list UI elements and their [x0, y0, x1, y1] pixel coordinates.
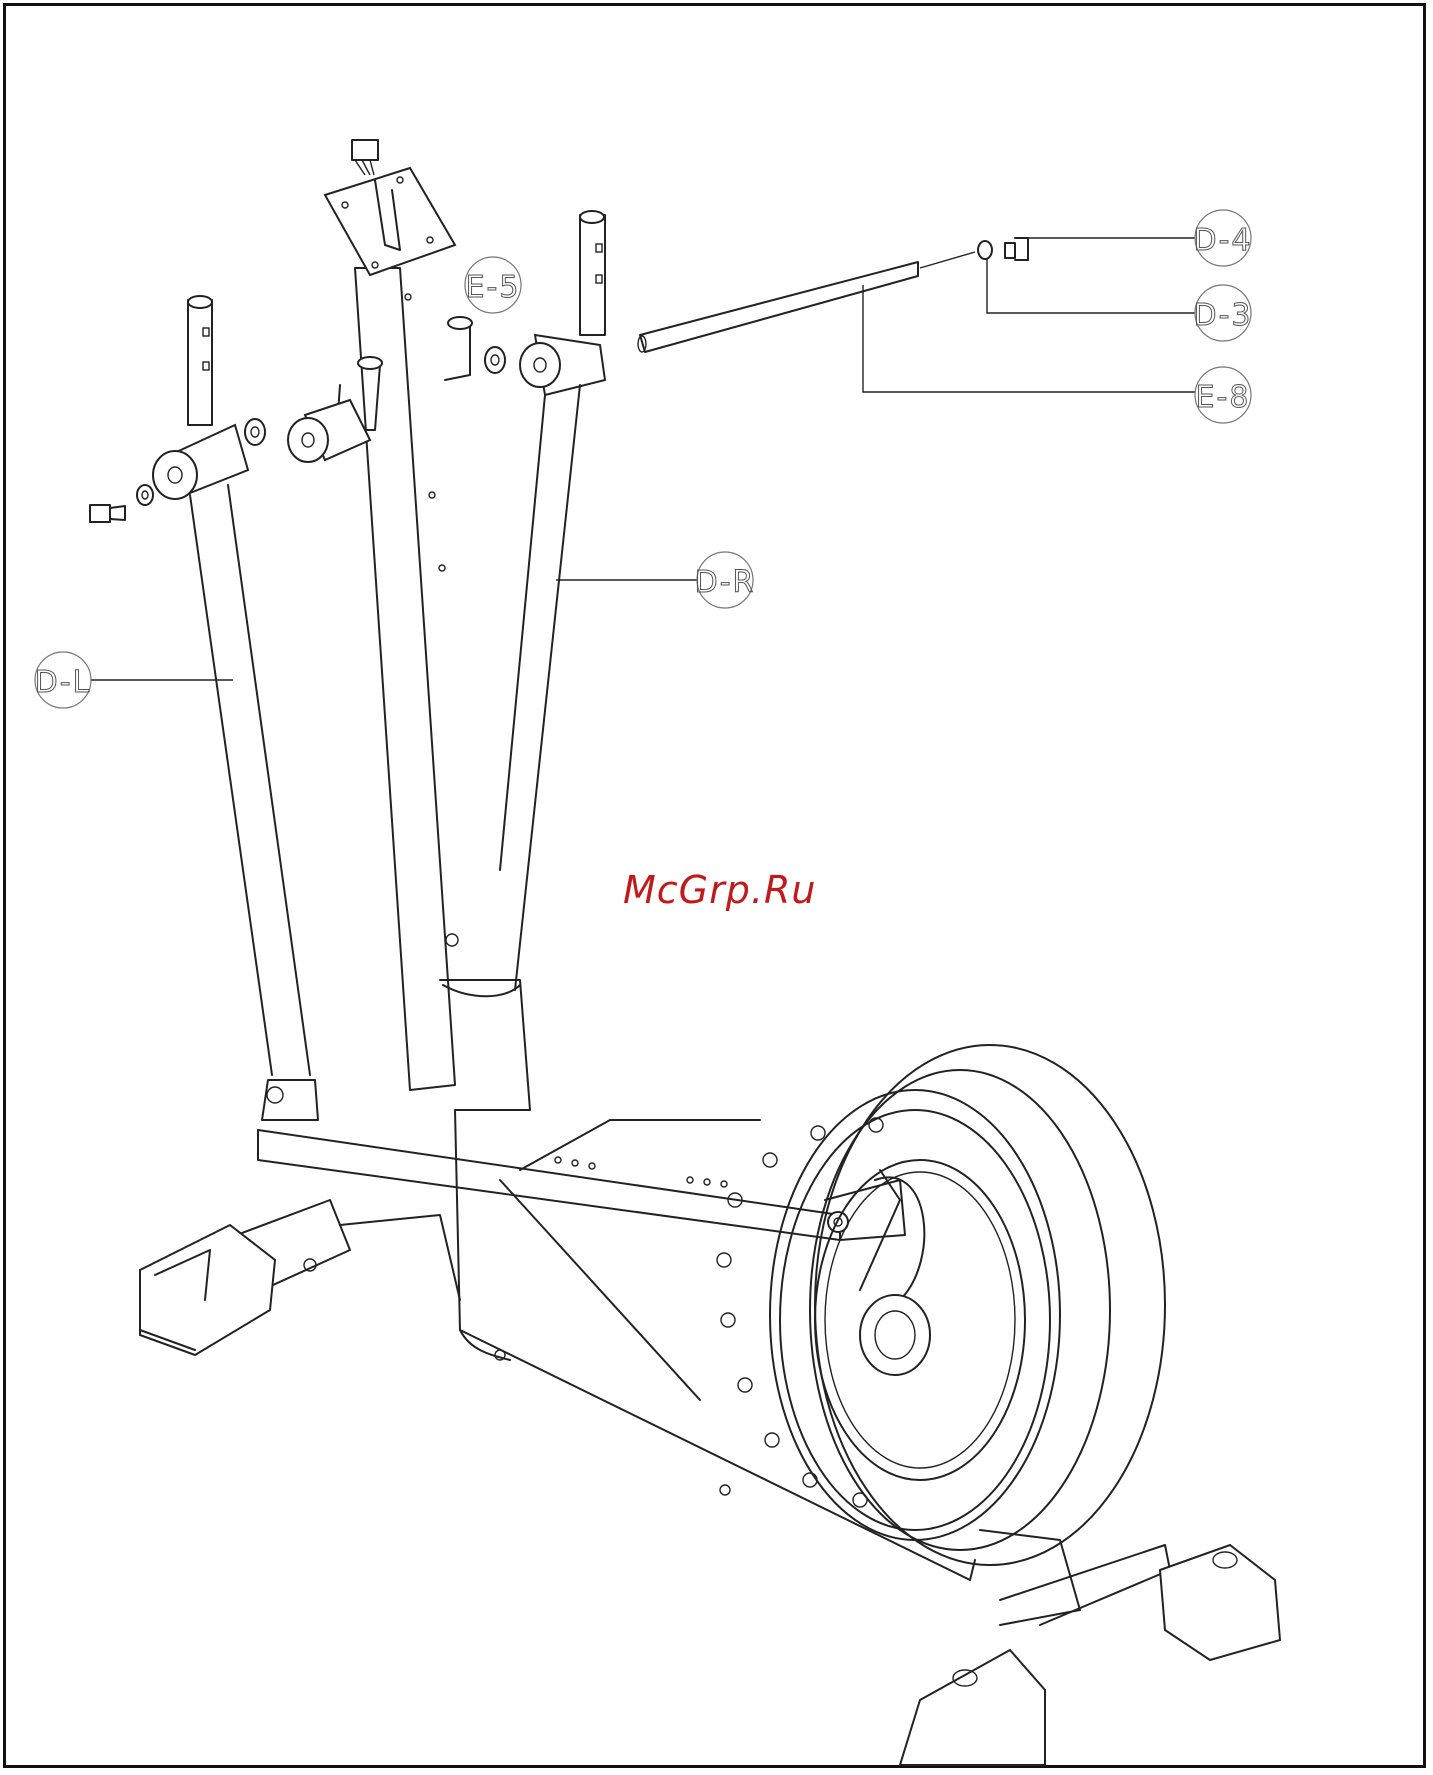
- wave-washer-left: [245, 419, 265, 445]
- handlebar-right: [500, 211, 605, 990]
- bolt-d4: [1005, 238, 1028, 260]
- front-stabilizer: [140, 1200, 460, 1355]
- handlebar-left: [153, 296, 318, 1120]
- console-plate: [325, 140, 455, 275]
- callout-dr: D-R: [695, 552, 756, 608]
- callout-e8-label: E-8: [1196, 380, 1251, 415]
- bolt-left: [90, 505, 125, 522]
- bushing-right: [520, 335, 605, 395]
- pivot-stub-right: [445, 317, 472, 380]
- watermark: McGrp.Ru: [623, 868, 816, 912]
- rear-stabilizer: [900, 1530, 1280, 1765]
- bushing-left: [288, 400, 370, 462]
- callout-d4-label: D-4: [1193, 223, 1252, 258]
- callout-e8: E-8: [1195, 367, 1251, 423]
- washer-d3: [978, 241, 992, 259]
- washer-left: [137, 485, 153, 505]
- callout-dr-label: D-R: [695, 565, 756, 600]
- callout-dl: D-L: [35, 652, 92, 708]
- callout-d4: D-4: [1193, 210, 1252, 266]
- callout-e5: E-5: [465, 257, 521, 313]
- flywheel: [717, 1045, 1165, 1565]
- callout-d3-label: D-3: [1193, 298, 1252, 333]
- leader-lines: [90, 238, 1197, 680]
- callout-d3: D-3: [1193, 285, 1252, 341]
- center-upright-mast: [355, 268, 530, 1110]
- callout-dl-label: D-L: [35, 665, 92, 700]
- callout-e5-label: E-5: [466, 270, 521, 305]
- wave-washer-right: [485, 347, 505, 373]
- axle-centerline: [920, 252, 975, 268]
- axle-rod: [638, 262, 918, 352]
